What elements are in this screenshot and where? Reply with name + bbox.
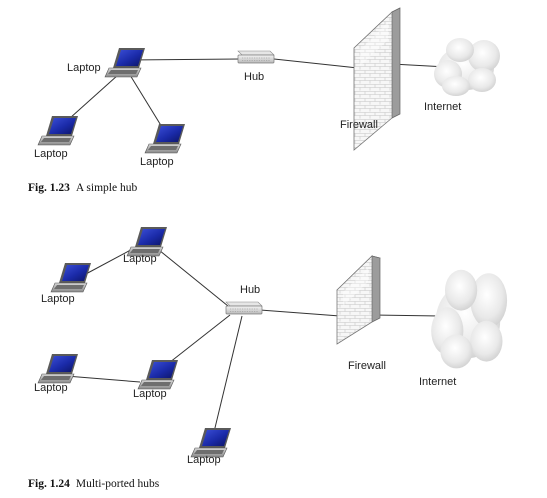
laptop-icon (190, 427, 232, 458)
figure-1-24: Laptop Laptop Laptop Laptop Laptop Hub F… (34, 226, 508, 466)
link-hub-firewall (273, 58, 359, 69)
laptop-icon (50, 262, 92, 293)
node-label-laptop: Laptop (140, 156, 174, 168)
node-label-internet: Internet (424, 101, 461, 113)
figure-number: Fig. 1.24 (28, 478, 70, 490)
hub-icon (225, 301, 263, 315)
laptop-icon (104, 47, 146, 78)
figure-caption: Fig. 1.23 A simple hub (28, 182, 137, 194)
laptop-icon (126, 226, 168, 257)
firewall-icon (353, 7, 401, 151)
laptop-icon (137, 359, 179, 390)
link-laptop-laptop (129, 74, 166, 133)
node-label-internet: Internet (419, 376, 456, 388)
figure-caption-text: Multi-ported hubs (75, 478, 160, 490)
link-hub-firewall (259, 309, 341, 317)
node-label-laptop: Laptop (133, 388, 167, 400)
link-laptop-laptop (65, 375, 141, 383)
link-laptop-hub (213, 315, 243, 433)
node-label-hub: Hub (240, 284, 260, 296)
firewall-icon (336, 255, 381, 345)
figure-number: Fig. 1.23 (28, 182, 70, 194)
laptop-icon (37, 353, 79, 384)
node-label-laptop: Laptop (34, 148, 68, 160)
hub-icon (237, 50, 275, 64)
node-label-firewall: Firewall (348, 360, 386, 372)
link-firewall-internet (371, 314, 441, 317)
node-label-firewall: Firewall (340, 119, 378, 131)
cloud-icon (431, 269, 508, 369)
figure-caption-text: A simple hub (75, 182, 138, 194)
node-label-laptop: Laptop (123, 253, 157, 265)
node-label-laptop: Laptop (187, 454, 221, 466)
link-laptop-hub (127, 58, 241, 61)
cloud-icon (434, 38, 500, 96)
link-laptop-hub (153, 245, 229, 307)
node-label-hub: Hub (244, 71, 264, 83)
figure-caption: Fig. 1.24 Multi-ported hubs (28, 478, 159, 490)
laptop-icon (144, 123, 186, 154)
node-label-laptop: Laptop (41, 293, 75, 305)
laptop-icon (37, 115, 79, 146)
node-label-laptop: Laptop (34, 382, 68, 394)
figure-1-23: Laptop Laptop Laptop Hub Firewall Intern… (34, 7, 500, 168)
node-label-laptop: Laptop (67, 62, 101, 74)
